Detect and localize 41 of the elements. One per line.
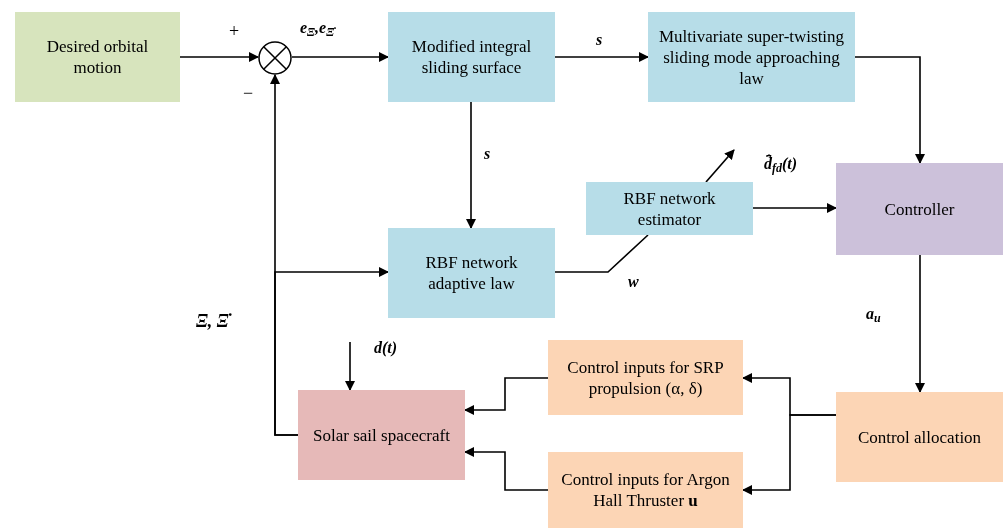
- box-text: Multivariate super-twisting sliding mode approaching law: [657, 25, 846, 89]
- arrow: [854, 56, 925, 164]
- edge-label: a$_{u}$: [866, 306, 881, 322]
- box-text: Solar sail spacecraft: [313, 424, 450, 446]
- process-box: [298, 390, 465, 480]
- arrow: [274, 267, 389, 436]
- process-box: [15, 12, 180, 102]
- process-box: [548, 452, 743, 528]
- box-text: RBF network adaptive law: [424, 252, 519, 294]
- sign-label: −: [243, 84, 254, 102]
- edge-label: e$_{Ξ}$,e$_{Ξ̇}$: [300, 20, 335, 36]
- box-text: Modified integral sliding surface: [410, 36, 533, 78]
- edge-label: d(t): [374, 340, 398, 356]
- arrow: [554, 52, 649, 62]
- arrow: [915, 254, 925, 393]
- arrow: [466, 101, 476, 229]
- box-text: Control allocation: [857, 426, 982, 448]
- process-box: [548, 340, 743, 415]
- box-text: RBF network estimator: [622, 187, 717, 230]
- sign-label: +: [229, 22, 240, 40]
- arrow: [464, 377, 549, 415]
- arrow: [742, 414, 837, 495]
- arrow: [179, 52, 259, 62]
- arrow: [345, 341, 355, 391]
- process-box: [586, 182, 753, 235]
- process-box: [388, 12, 555, 102]
- arrow: [752, 203, 837, 213]
- edge-label: s: [596, 32, 603, 48]
- box-text: Controller: [884, 198, 955, 220]
- box-text: Control inputs for Argon Hall Thruster u: [560, 469, 731, 511]
- box-text: Desired orbital motion: [45, 36, 150, 78]
- box-text: Control inputs for SRP propulsion (α, δ): [566, 356, 725, 399]
- arrow: [291, 52, 389, 62]
- edge-label: s: [484, 146, 491, 162]
- process-box: [388, 228, 555, 318]
- process-box: [836, 163, 1003, 255]
- process-box: [836, 392, 1003, 482]
- summing-junction: [258, 41, 292, 75]
- process-box: [648, 12, 855, 102]
- arrow: [464, 447, 549, 491]
- edge-label: w: [628, 274, 639, 290]
